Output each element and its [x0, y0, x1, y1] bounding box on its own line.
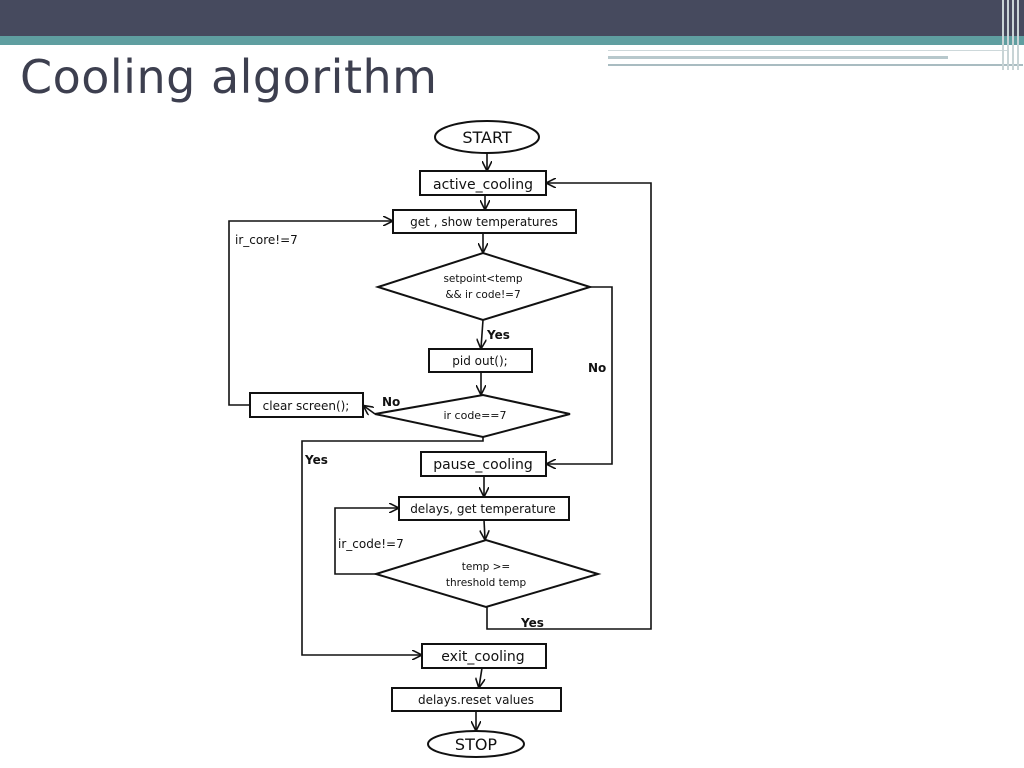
decorative-line — [608, 56, 948, 59]
slide-title: Cooling algorithm — [20, 50, 438, 104]
delays-reset-values-label: delays.reset values — [418, 693, 534, 707]
edge-label-no: No — [588, 361, 606, 375]
connector — [481, 319, 483, 348]
get-show-temperatures-box — [392, 209, 577, 234]
connector — [484, 519, 485, 539]
stop-label: STOP — [455, 735, 498, 754]
edge-label-ir-code: ir_code!=7 — [338, 537, 404, 551]
decision-ir-code — [374, 393, 571, 439]
exit-cooling-box — [421, 643, 547, 669]
pause-cooling-label: pause_cooling — [433, 457, 533, 473]
slide-header-bar — [0, 0, 1024, 36]
decision-temp-line2: threshold temp — [446, 577, 527, 589]
edge-label-yes: Yes — [520, 616, 544, 630]
pause-cooling-box — [420, 451, 547, 477]
decision-setpoint-line2: && ir code!=7 — [445, 289, 520, 301]
decision-temp-line1: temp >= — [462, 561, 510, 573]
connector-no — [547, 286, 613, 464]
decision-ir-code-label: ir code==7 — [443, 409, 506, 422]
decorative-line — [608, 64, 1023, 66]
edge-label-yes: Yes — [486, 328, 510, 342]
decision-setpoint — [374, 251, 594, 322]
connector-yes-loop — [486, 183, 652, 630]
get-show-temperatures-label: get , show temperatures — [410, 215, 558, 229]
start-label: START — [462, 128, 512, 147]
slide-accent-bar — [0, 36, 1024, 45]
decision-setpoint-line1: setpoint<temp — [443, 273, 522, 285]
connector — [364, 406, 376, 414]
clear-screen-box — [249, 392, 364, 418]
stop-node — [427, 730, 525, 758]
connector-loop-ir-code — [334, 508, 398, 575]
connector — [479, 667, 482, 687]
edge-label-yes: Yes — [304, 453, 328, 467]
edge-label-no: No — [382, 395, 400, 409]
clear-screen-label: clear screen(); — [263, 399, 350, 413]
pid-out-label: pid out(); — [452, 354, 507, 368]
active-cooling-label: active_cooling — [433, 177, 533, 193]
active-cooling-box — [419, 170, 547, 196]
decorative-line — [608, 50, 1008, 51]
exit-cooling-label: exit_cooling — [441, 649, 524, 665]
decorative-stripes — [998, 0, 1024, 70]
delays-get-temperature-label: delays, get temperature — [410, 502, 556, 516]
decision-temp-threshold — [372, 538, 602, 609]
connector-loop-ir-core — [228, 221, 392, 406]
edge-label-ir-core: ir_core!=7 — [235, 233, 298, 247]
connector-yes-exit — [301, 437, 484, 655]
